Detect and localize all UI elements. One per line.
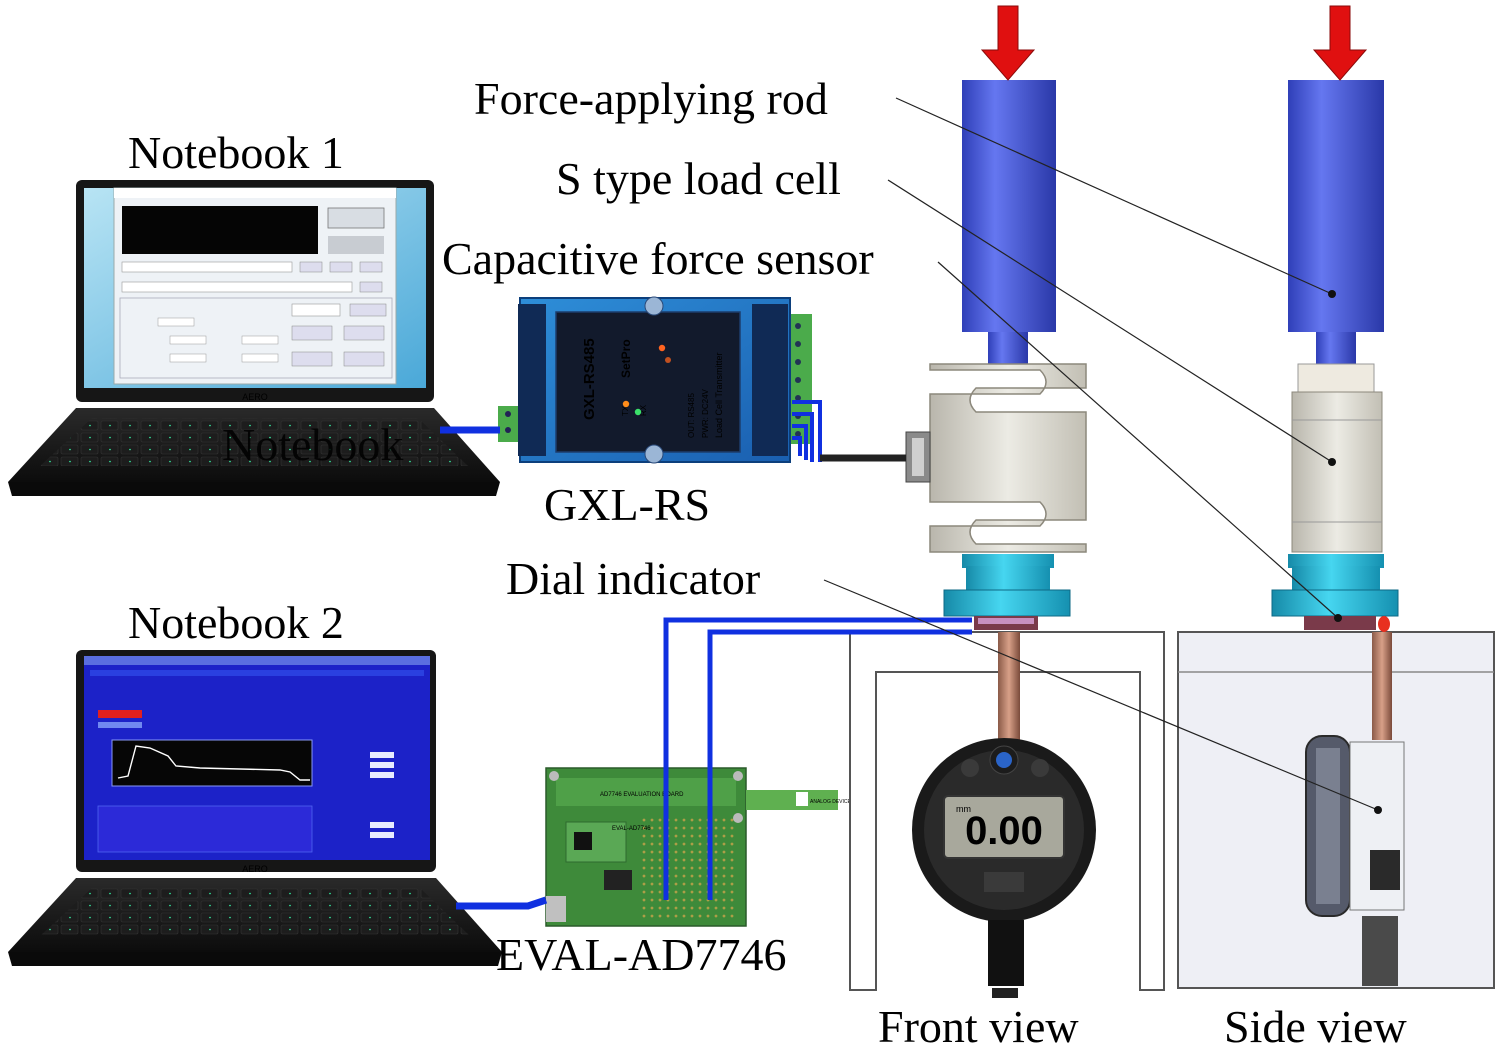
leader-lines [823,97,1379,811]
force-arrows [980,5,1368,81]
label-dial: Dial indicator [506,553,760,604]
front-cyan-flange [943,589,1071,617]
wire-notebook2-eval [456,896,548,910]
side-s-load-cell [1291,391,1383,553]
side-cyan-flange [1271,589,1399,617]
front-dial-display [943,795,1065,859]
gxl-screw-bottom [644,444,664,464]
gxl-led-rx [634,408,642,416]
wire-sensor-eval-2 [707,629,972,900]
wiring [440,400,972,910]
side-capacitive-sensor [1304,616,1376,630]
side-dial-stem [1372,632,1392,740]
front-force-arrow [980,5,1036,81]
gxl-rs-transmitter: GXL-RS485 SetPro TX RX Load Cell Transmi… [498,296,812,464]
front-s-load-cell [929,363,1087,553]
side-force-arrow [1312,5,1368,81]
wire-sensor-eval-1 [663,617,972,900]
svg-text:AD7746 EVALUATION BOARD: AD7746 EVALUATION BOARD [600,792,684,798]
label-side-view: Side view [1224,1001,1407,1050]
svg-text:RX: RX [639,404,648,416]
label-gxl-rs: GXL-RS [544,479,710,530]
notebook-1-brand: AERO [242,392,268,402]
svg-text:OUT: RS485: OUT: RS485 [687,393,696,438]
gxl-led-tx [622,400,630,408]
wire-gxl-loadcell-blue [792,400,822,462]
leader-dots [1328,290,1382,814]
svg-text:TX: TX [621,405,630,416]
gxl-brand-text: SetPro [619,339,633,378]
front-dial-stem [998,632,1020,742]
front-force-rod [962,80,1056,332]
notebook-1-readout [122,206,318,254]
gxl-led-pwr [658,344,666,352]
svg-text:AERO: AERO [242,864,268,874]
front-view-frame [849,631,1165,991]
leader-force-rod [895,97,1333,295]
svg-text:ANALOG DEVICES: ANALOG DEVICES [810,799,855,805]
leader-dial [823,579,1379,811]
front-dial-reading: 0.00 [965,809,1043,853]
side-view-assembly [1177,80,1495,989]
front-view-assembly: 0.00 mm [849,80,1165,998]
label-force-rod: Force-applying rod [474,73,828,124]
label-notebook-overlay: Notebook [222,419,403,470]
label-notebook-2: Notebook 2 [128,597,344,648]
label-load-cell: S type load cell [556,153,841,204]
notebook-2: AERO [8,650,502,966]
svg-text:EVAL-AD7746: EVAL-AD7746 [612,826,651,832]
labels: Notebook 1 Notebook Notebook 2 GXL-RS EV… [128,73,1407,1050]
leader-cap-sensor [937,261,1339,619]
side-force-rod [1288,80,1384,332]
label-notebook-1: Notebook 1 [128,127,344,178]
label-front-view: Front view [878,1001,1079,1050]
leader-load-cell [887,179,1333,463]
svg-text:PWR: DC24V: PWR: DC24V [701,388,710,438]
notebook-1: AERO [8,180,500,496]
notebook-1-app-window [113,187,397,385]
svg-text:Load Cell Transmitter: Load Cell Transmitter [714,352,724,438]
label-cap-sensor: Capacitive force sensor [442,233,874,284]
eval-ad7746-board: AD7746 EVALUATION BOARD EVAL-AD7746 ANAL… [545,767,855,927]
gxl-model-text: GXL-RS485 [581,338,598,420]
svg-text:mm: mm [956,804,971,814]
label-eval-board: EVAL-AD7746 [496,929,786,980]
gxl-screw-top [644,296,664,316]
